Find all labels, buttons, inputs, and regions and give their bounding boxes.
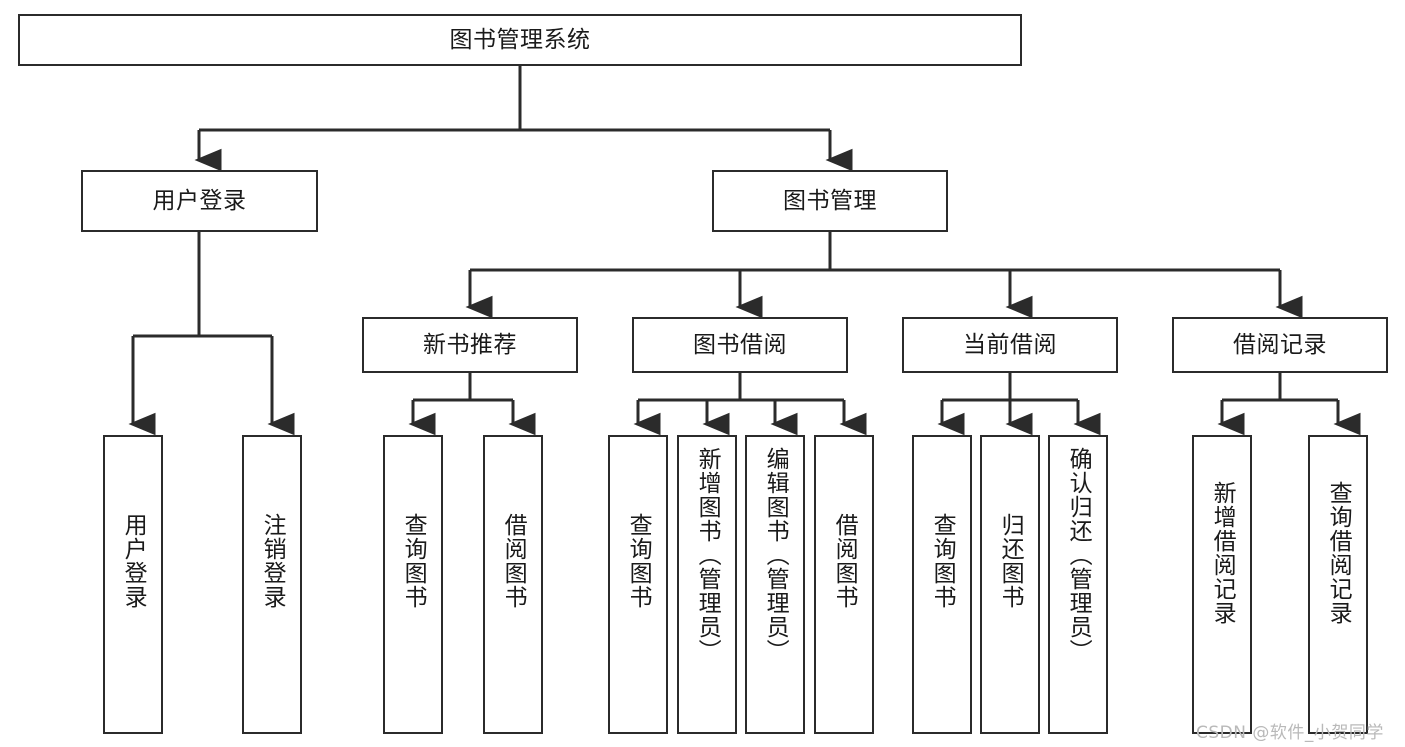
node-current-borrow-label: 当前借阅 xyxy=(963,331,1057,358)
node-book-borrow-label: 图书借阅 xyxy=(693,331,787,358)
node-book-borrow[interactable]: 图书借阅 xyxy=(632,317,848,373)
leaf-edit-book-admin[interactable]: 编辑图书（管理员） xyxy=(745,435,805,734)
leaf-user-login-label: 用户登录 xyxy=(120,513,147,609)
leaf-add-book-admin-label: 新增图书（管理员） xyxy=(694,447,721,663)
leaf-borrow-book-2-label: 借阅图书 xyxy=(831,513,858,609)
leaf-add-borrow-record[interactable]: 新增借阅记录 xyxy=(1192,435,1252,734)
node-user-login[interactable]: 用户登录 xyxy=(81,170,318,232)
node-root-label: 图书管理系统 xyxy=(449,26,591,53)
leaf-logout-login[interactable]: 注销登录 xyxy=(242,435,302,734)
leaf-query-book-1-label: 查询图书 xyxy=(400,513,427,609)
node-current-borrow[interactable]: 当前借阅 xyxy=(902,317,1118,373)
leaf-query-book-3-label: 查询图书 xyxy=(929,513,956,609)
leaf-query-book-3[interactable]: 查询图书 xyxy=(912,435,972,734)
leaf-return-book-label: 归还图书 xyxy=(997,513,1024,609)
leaf-borrow-book-2[interactable]: 借阅图书 xyxy=(814,435,874,734)
node-borrow-record[interactable]: 借阅记录 xyxy=(1172,317,1388,373)
leaf-confirm-return-admin[interactable]: 确认归还（管理员） xyxy=(1048,435,1108,734)
node-new-book-recommend-label: 新书推荐 xyxy=(423,331,517,358)
leaf-query-book-2[interactable]: 查询图书 xyxy=(608,435,668,734)
leaf-add-borrow-record-label: 新增借阅记录 xyxy=(1209,481,1236,625)
leaf-query-borrow-record-label: 查询借阅记录 xyxy=(1325,481,1352,625)
leaf-query-borrow-record[interactable]: 查询借阅记录 xyxy=(1308,435,1368,734)
leaf-add-book-admin[interactable]: 新增图书（管理员） xyxy=(677,435,737,734)
leaf-logout-login-label: 注销登录 xyxy=(259,513,286,609)
leaf-confirm-return-admin-label: 确认归还（管理员） xyxy=(1065,447,1092,663)
node-borrow-record-label: 借阅记录 xyxy=(1233,331,1327,358)
node-book-manage-label: 图书管理 xyxy=(783,187,877,214)
leaf-query-book-1[interactable]: 查询图书 xyxy=(383,435,443,734)
leaf-borrow-book-1[interactable]: 借阅图书 xyxy=(483,435,543,734)
node-book-manage[interactable]: 图书管理 xyxy=(712,170,948,232)
csdn-watermark: CSDN @软件_小贺同学 xyxy=(1196,723,1384,743)
leaf-user-login[interactable]: 用户登录 xyxy=(103,435,163,734)
leaf-query-book-2-label: 查询图书 xyxy=(625,513,652,609)
leaf-borrow-book-1-label: 借阅图书 xyxy=(500,513,527,609)
leaf-edit-book-admin-label: 编辑图书（管理员） xyxy=(762,447,789,663)
leaf-return-book[interactable]: 归还图书 xyxy=(980,435,1040,734)
node-new-book-recommend[interactable]: 新书推荐 xyxy=(362,317,578,373)
node-root[interactable]: 图书管理系统 xyxy=(18,14,1022,66)
node-user-login-label: 用户登录 xyxy=(152,187,247,214)
